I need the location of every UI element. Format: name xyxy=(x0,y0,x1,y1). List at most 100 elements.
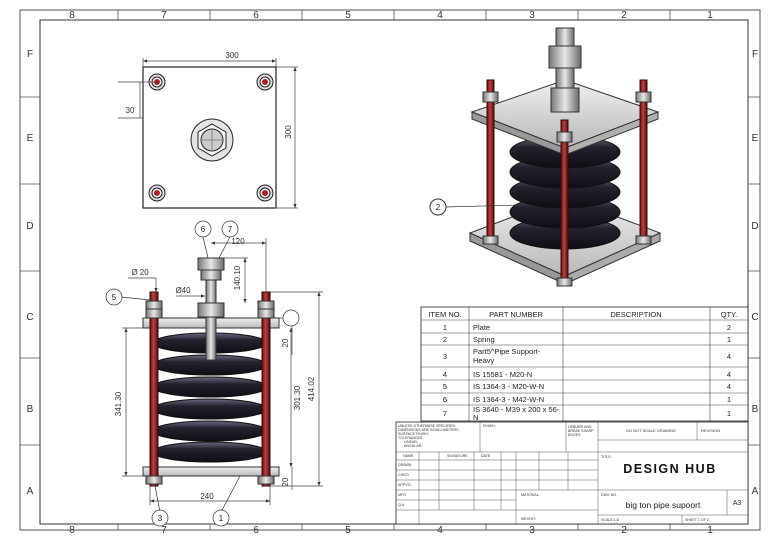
bom-cell-part: Plate xyxy=(473,323,490,332)
zone-col-label: 1 xyxy=(707,10,713,21)
dim-20-bottom: 20 xyxy=(281,477,290,486)
bom-header-qty: QTY. xyxy=(721,310,738,319)
bom-cell-item: 3 xyxy=(443,352,447,361)
rod-nut xyxy=(145,300,163,310)
tb-deburr-line: DEBURR AND xyxy=(568,425,592,429)
iso-rod xyxy=(639,79,648,241)
dim-414-02: 414.02 xyxy=(307,376,316,401)
bom-cell-item: 6 xyxy=(443,395,447,404)
bom-cell-qty: 2 xyxy=(727,323,731,332)
hex-nut-lower xyxy=(197,302,225,318)
tb-role: DRAWN xyxy=(398,463,412,467)
zone-col-label: 7 xyxy=(161,525,167,536)
zone-row-label: F xyxy=(27,49,33,60)
tb-unless-line: DIMENSIONS ARE IN MILLIMETERS xyxy=(398,428,459,432)
bom-cell-part: Part5^Pipe Support- xyxy=(473,347,541,356)
tb-drawing-title: big ton pipe supoort xyxy=(626,500,701,510)
front-view: 120 140.10 Ø 20 Ø40 341.30 301.30 414.02… xyxy=(105,220,323,527)
zone-col-label: 1 xyxy=(707,525,713,536)
iso-rod xyxy=(560,119,569,286)
tb-revision: REVISION xyxy=(701,428,720,433)
dim-120: 120 xyxy=(231,237,245,246)
bom-cell-part: IS 3640 - M39 x 200 x 56- xyxy=(473,405,560,414)
zone-labels: 8 7 6 5 4 3 2 1 8 7 6 5 4 3 2 1 F E D C … xyxy=(26,10,758,536)
balloon-3-label: 3 xyxy=(158,514,163,523)
bom-cell-qty: 1 xyxy=(727,395,731,404)
zone-col-label: 4 xyxy=(437,10,443,21)
balloon-5-label: 5 xyxy=(112,293,117,302)
balloon-1-label: 1 xyxy=(219,514,224,523)
tb-role: CHK'D xyxy=(398,473,409,477)
zone-col-label: 8 xyxy=(69,525,75,536)
rod-nut xyxy=(257,475,275,485)
tb-do-not-scale: DO NOT SCALE DRAWING xyxy=(626,428,676,433)
bill-of-materials: ITEM NO. PART NUMBER DESCRIPTION QTY. 1 … xyxy=(420,306,749,422)
balloon-7 xyxy=(221,220,239,238)
outer-border xyxy=(19,9,761,531)
bom-cell-qty: 4 xyxy=(727,352,731,361)
balloon-5 xyxy=(105,288,123,306)
tb-col-date: DATE xyxy=(481,454,491,458)
dim-width-300: 300 xyxy=(225,51,239,60)
tb-col-name: NAME xyxy=(403,454,414,458)
zone-col-label: 5 xyxy=(345,525,351,536)
tb-role: Q.A xyxy=(398,503,405,507)
zone-row-label: D xyxy=(26,221,33,232)
corner-bolt xyxy=(256,73,274,91)
center-stud xyxy=(205,279,217,361)
rod-nut xyxy=(145,475,163,485)
bom-cell-part: IS 1364-3 - M20-W-N xyxy=(473,382,544,391)
zone-col-label: 4 xyxy=(437,525,443,536)
bom-cell-qty: 1 xyxy=(727,409,731,418)
zone-row-label: E xyxy=(27,133,34,144)
rod-nut xyxy=(257,300,275,310)
zone-col-label: 3 xyxy=(529,525,535,536)
iso-hex-nut xyxy=(548,45,582,69)
tb-deburr-line: BREAK SHARP xyxy=(568,429,594,433)
dim-stud-dia-40: Ø40 xyxy=(175,286,191,295)
tb-dwg-no: DWG NO. xyxy=(601,493,617,497)
iso-hex-nut xyxy=(550,87,580,113)
balloon-2-label: 2 xyxy=(436,203,441,212)
bom-cell-part-line2: N xyxy=(473,413,478,422)
balloon-1 xyxy=(212,509,230,527)
bom-cell-part: IS 1364-3 - M42-W-N xyxy=(473,395,544,404)
zone-row-label: A xyxy=(752,486,759,497)
tb-unless-line: LINEAR: xyxy=(404,440,418,444)
zone-row-label: C xyxy=(26,312,33,323)
bom-cell-part: IS 15581 - M20-N xyxy=(473,370,532,379)
balloon-4 xyxy=(282,309,300,327)
zone-row-label: D xyxy=(751,221,758,232)
threaded-rod-left xyxy=(149,291,159,487)
dim-offset-30: 30 xyxy=(126,106,135,115)
zone-col-label: 2 xyxy=(621,10,627,21)
zone-ticks xyxy=(20,10,760,530)
dim-rod-dia-20: Ø 20 xyxy=(131,268,149,277)
corner-bolt xyxy=(256,184,274,202)
bom-cell-item: 4 xyxy=(443,370,447,379)
tb-weight: WEIGHT: xyxy=(521,517,536,521)
zone-col-label: 7 xyxy=(161,10,167,21)
bom-cell-part-line2: Heavy xyxy=(473,356,495,365)
zone-col-label: 6 xyxy=(253,525,259,536)
tb-role: APPV'D xyxy=(398,483,411,487)
stud-collar xyxy=(200,269,222,281)
balloon-2 xyxy=(429,198,447,216)
bom-cell-item: 2 xyxy=(443,335,447,344)
dim-140-10: 140.10 xyxy=(233,265,242,290)
bom-cell-qty: 4 xyxy=(727,370,731,379)
dim-301-30: 301.30 xyxy=(293,385,302,410)
dim-240: 240 xyxy=(200,492,214,501)
tb-deburr-line: EDGES xyxy=(568,433,581,437)
zone-row-label: E xyxy=(752,133,759,144)
zone-row-label: C xyxy=(751,312,758,323)
balloon-7-label: 7 xyxy=(228,225,233,234)
tb-finish: FINISH: xyxy=(483,424,496,428)
corner-bolt xyxy=(148,184,166,202)
tb-size: A3 xyxy=(733,500,742,507)
zone-col-label: 5 xyxy=(345,10,351,21)
top-view: 300 300 30 xyxy=(118,51,298,209)
tb-company-name: DESIGN HUB xyxy=(623,462,716,476)
tb-scale: SCALE:1:5 xyxy=(601,518,619,522)
